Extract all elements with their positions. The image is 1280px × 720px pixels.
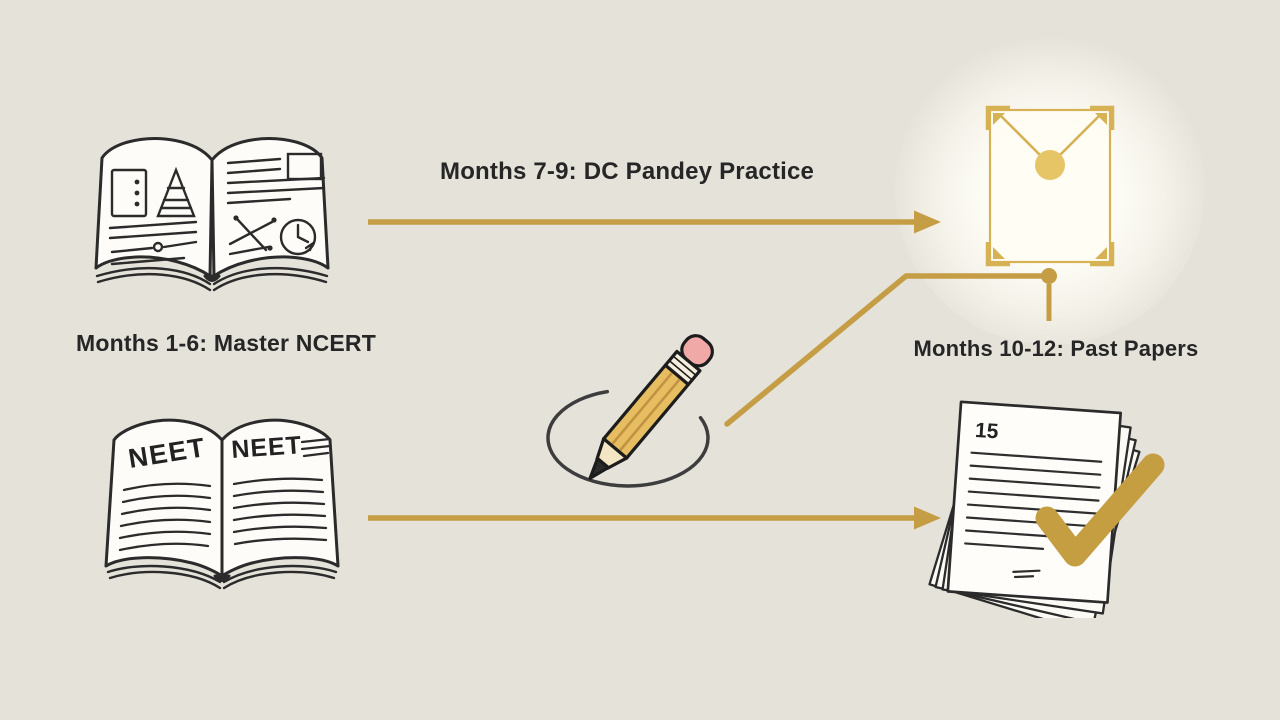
glowing-certificate-icon <box>982 102 1118 270</box>
arrowhead-icon <box>914 506 941 530</box>
pencil-icon <box>588 334 714 480</box>
sheet-footer-lines <box>1012 569 1041 579</box>
checkmark-icon <box>1035 453 1165 567</box>
book-understack <box>106 564 338 590</box>
book-understack <box>95 266 329 292</box>
sheet-number: 15 <box>974 419 999 444</box>
arrowhead-icon <box>914 210 941 234</box>
doodle-clock <box>279 218 317 256</box>
arrow-stage2-right <box>368 210 941 234</box>
circled-ellipse <box>546 389 710 488</box>
doodle-figure-box <box>110 168 148 218</box>
connector-to-past-papers <box>724 268 1057 427</box>
doodle-dots <box>134 179 140 207</box>
arrow-bottom-right <box>368 506 941 530</box>
right-ruled-lines <box>232 477 328 546</box>
top-sheet <box>946 400 1123 604</box>
doodle-paragraph-lines <box>226 157 326 205</box>
sheet-ruled-lines <box>964 451 1103 550</box>
right-title-lines <box>300 437 332 458</box>
certificate-frame <box>988 108 1112 264</box>
neet-book-icon: NEET NEET <box>104 418 340 590</box>
medal-icon <box>1035 150 1065 180</box>
doodle-clock-hands <box>296 223 315 252</box>
left-ruled-lines <box>118 482 212 552</box>
stage1-label: Months 1-6: Master NCERT <box>76 330 376 356</box>
papers-checkmark-icon: 15 <box>928 400 1165 618</box>
pencil-circle-icon <box>546 334 714 488</box>
doodle-photo-box <box>286 152 323 181</box>
doodle-line-node <box>110 240 198 266</box>
doodle-node <box>152 241 164 253</box>
book-left-page <box>94 137 214 278</box>
book-spine <box>213 574 231 582</box>
book-right-page <box>220 418 340 578</box>
pencil-tip <box>588 456 610 480</box>
doodle-left-lines <box>108 220 198 240</box>
connector-dot <box>1041 268 1057 284</box>
book-spine <box>203 274 221 282</box>
stage3-label: Months 10-12: Past Papers <box>913 336 1199 361</box>
doodle-scatter-dots <box>233 215 277 251</box>
doodle-cone <box>156 166 196 218</box>
doodle-scatter-arrows <box>228 218 274 256</box>
stage2-label: Months 7-9: DC Pandey Practice <box>440 158 815 185</box>
book-left-page <box>104 418 224 578</box>
neet-right-title: NEET <box>230 431 302 464</box>
open-textbook-icon <box>94 137 330 292</box>
pencil-body <box>602 363 690 460</box>
